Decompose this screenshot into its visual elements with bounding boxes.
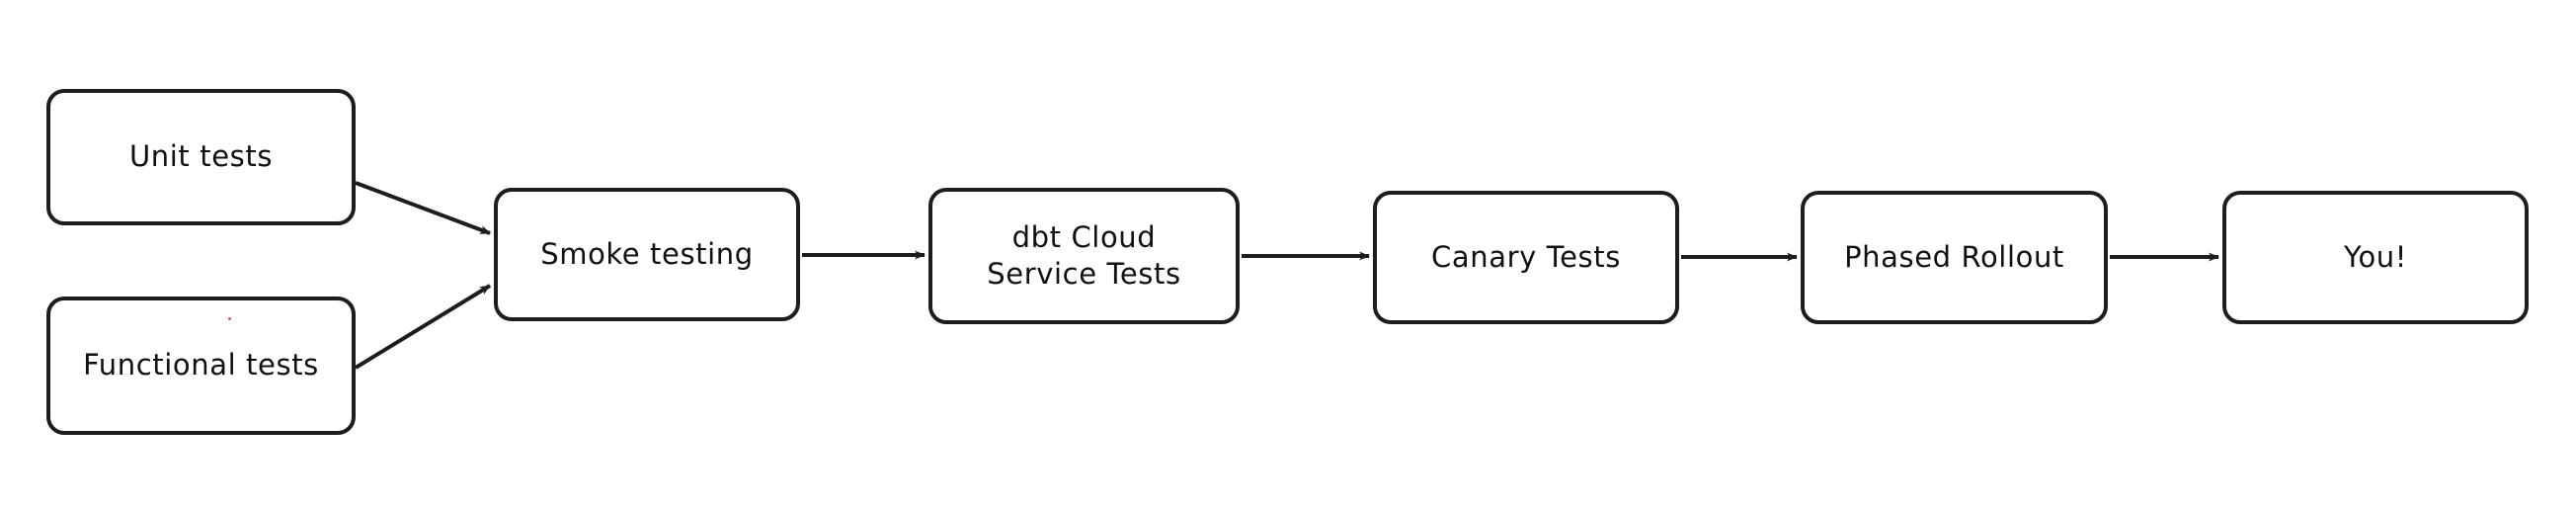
node-canary-tests-label: Canary Tests (1431, 239, 1621, 274)
node-smoke-testing-label: Smoke testing (540, 236, 754, 271)
node-smoke-testing[interactable]: Smoke testing (494, 188, 800, 321)
node-unit-tests[interactable]: Unit tests (46, 89, 356, 225)
node-dbt-cloud-service-tests[interactable]: dbt Cloud Service Tests (928, 188, 1240, 324)
node-functional-tests-label: Functional tests (83, 348, 319, 382)
edge-functional-tests-to-smoke-testing (354, 284, 492, 370)
node-phased-rollout[interactable]: Phased Rollout (1801, 191, 2108, 324)
node-you-label: You! (2343, 239, 2407, 274)
red-speck-artifact (228, 317, 231, 320)
node-functional-tests[interactable]: Functional tests (46, 297, 356, 435)
node-phased-rollout-label: Phased Rollout (1844, 239, 2064, 274)
node-dbt-cloud-service-tests-label: dbt Cloud Service Tests (987, 219, 1181, 291)
node-you[interactable]: You! (2222, 191, 2529, 324)
edge-unit-tests-to-smoke-testing (355, 181, 491, 235)
node-canary-tests[interactable]: Canary Tests (1373, 191, 1679, 324)
node-unit-tests-label: Unit tests (128, 139, 274, 174)
